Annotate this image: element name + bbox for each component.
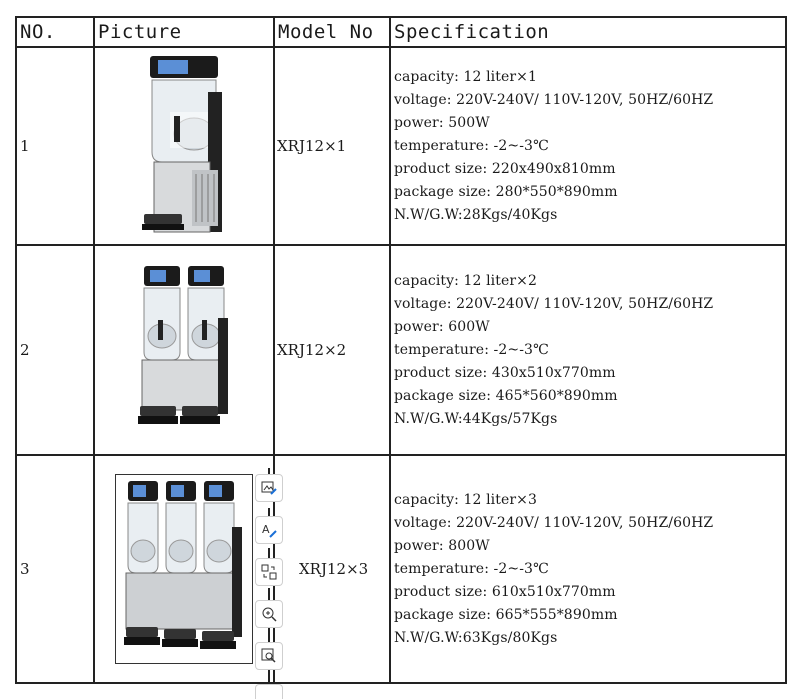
spec-package-size: package size: 280*550*890mm [394, 183, 618, 200]
spec-package-size: package size: 665*555*890mm [394, 606, 618, 623]
row-number: 1 [15, 46, 95, 246]
spec-power: power: 500W [394, 114, 490, 131]
spec-capacity: capacity: 12 liter×1 [394, 68, 537, 85]
spec-temperature: temperature: -2~-3℃ [394, 560, 549, 577]
specification-cell: capacity: 12 liter×3 voltage: 220V-240V/… [389, 454, 787, 684]
model-number: XRJ12×2 [273, 244, 391, 456]
model-number: XRJ12×3 [273, 454, 391, 684]
spec-voltage: voltage: 220V-240V/ 110V-120V, 50HZ/60HZ [394, 295, 714, 312]
spec-weight: N.W/G.W:44Kgs/57Kgs [394, 410, 558, 427]
slush-machine-single-bowl-icon [142, 56, 222, 233]
header-row: NO. Picture Model No Specification [15, 16, 787, 48]
image-toolbar: A [252, 468, 286, 699]
spec-product-size: product size: 610x510x770mm [394, 583, 616, 600]
spec-package-size: package size: 465*560*890mm [394, 387, 618, 404]
spec-voltage: voltage: 220V-240V/ 110V-120V, 50HZ/60HZ [394, 91, 714, 108]
spec-capacity: capacity: 12 liter×2 [394, 272, 537, 289]
spec-capacity: capacity: 12 liter×3 [394, 491, 537, 508]
slush-machine-triple-bowl-icon [124, 481, 242, 649]
spec-temperature: temperature: -2~-3℃ [394, 341, 549, 358]
header-picture: Picture [93, 16, 275, 48]
table-row: 2 [15, 244, 787, 456]
table-row: 1 [15, 46, 787, 246]
spec-weight: N.W/G.W:63Kgs/80Kgs [394, 629, 558, 646]
image-edit-icon[interactable] [255, 474, 283, 502]
row-number: 2 [15, 244, 95, 456]
slush-machine-double-bowl-icon [138, 266, 228, 424]
table-row: 3 [15, 454, 787, 684]
specification-cell: capacity: 12 liter×1 voltage: 220V-240V/… [389, 46, 787, 246]
row-number: 3 [15, 454, 95, 684]
text-edit-icon[interactable]: A [255, 516, 283, 544]
specification-cell: capacity: 12 liter×2 voltage: 220V-240V/… [389, 244, 787, 456]
toolbar-more-button[interactable] [255, 684, 283, 699]
image-search-icon[interactable] [255, 642, 283, 670]
spec-product-size: product size: 220x490x810mm [394, 160, 616, 177]
zoom-icon[interactable] [255, 600, 283, 628]
replace-image-icon[interactable] [255, 558, 283, 586]
spec-weight: N.W/G.W:28Kgs/40Kgs [394, 206, 558, 223]
spec-power: power: 800W [394, 537, 490, 554]
header-spec: Specification [389, 16, 787, 48]
model-number: XRJ12×1 [273, 46, 391, 246]
product-image [134, 262, 234, 438]
svg-text:A: A [262, 523, 270, 536]
product-image [136, 52, 232, 240]
product-picture-cell [93, 244, 275, 456]
spec-product-size: product size: 430x510x770mm [394, 364, 616, 381]
product-picture-cell [93, 46, 275, 246]
spec-temperature: temperature: -2~-3℃ [394, 137, 549, 154]
spec-table: NO. Picture Model No Specification 1 [15, 16, 787, 684]
spec-power: power: 600W [394, 318, 490, 335]
product-picture-cell [93, 454, 275, 684]
product-image-selected[interactable] [115, 474, 253, 664]
header-model: Model No [273, 16, 391, 48]
header-no: NO. [15, 16, 95, 48]
spec-voltage: voltage: 220V-240V/ 110V-120V, 50HZ/60HZ [394, 514, 714, 531]
